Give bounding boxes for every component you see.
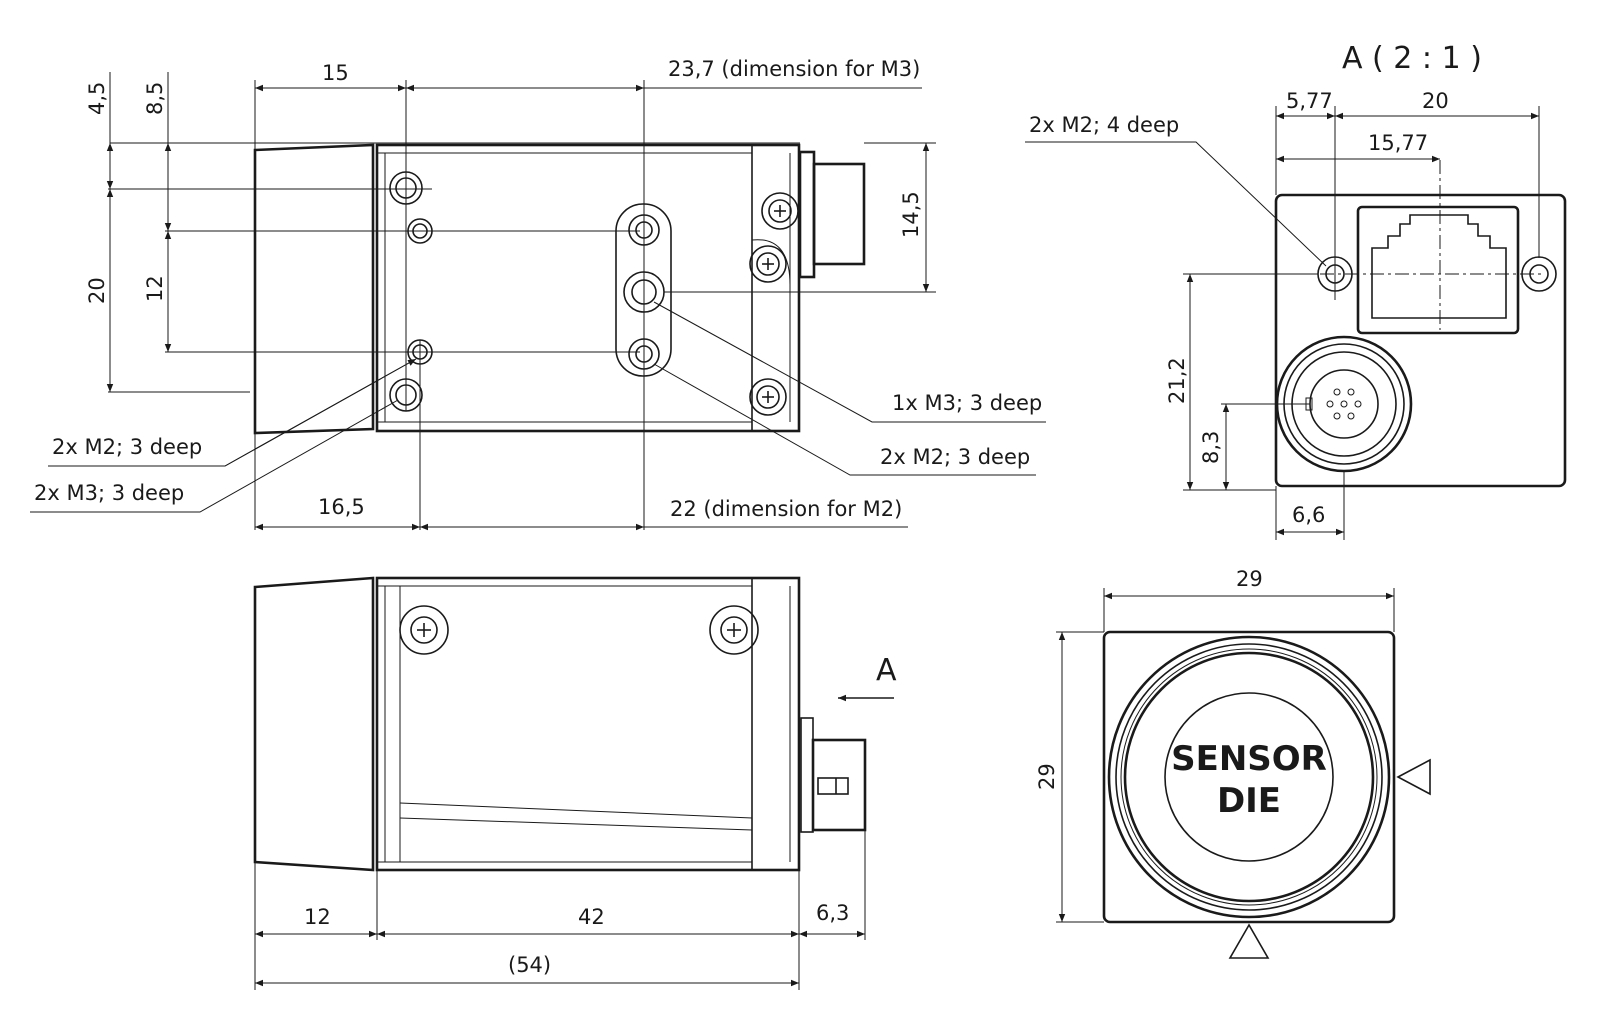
screw-icon: [761, 192, 799, 230]
dim-4-5: 4,5: [85, 82, 109, 115]
callout-m2-3deep-left: 2x M2; 3 deep: [52, 435, 202, 459]
dim-6-6: 6,6: [1292, 503, 1325, 527]
screw-icon: [749, 245, 787, 283]
dim-14-5: 14,5: [899, 191, 923, 238]
triangle-marker-icon: [1228, 923, 1270, 959]
dim-5-77: 5,77: [1286, 89, 1333, 113]
dim-detail-20: 20: [1422, 89, 1449, 113]
screw-icon: [749, 378, 787, 416]
dim-side-54: (54): [508, 953, 551, 977]
front-view: SENSOR DIE 29 29: [1035, 567, 1431, 959]
dim-22: 22 (dimension for M2): [670, 497, 902, 521]
sensor-label-line1: SENSOR: [1171, 739, 1327, 779]
dim-16-5: 16,5: [318, 495, 365, 519]
side-view: A 12 42 6,3 (54): [253, 576, 897, 990]
hole-icon: [389, 171, 433, 412]
callout-m2-4deep: 2x M2; 4 deep: [1029, 113, 1179, 137]
triangle-marker-icon: [1396, 758, 1431, 796]
callout-m3-3deep-left: 2x M3; 3 deep: [34, 481, 184, 505]
view-arrow-a-label: A: [876, 653, 897, 688]
dim-15-77: 15,77: [1368, 131, 1428, 155]
sensor-label-line2: DIE: [1217, 781, 1281, 821]
screw-icon: [709, 605, 759, 655]
dim-20: 20: [85, 277, 109, 304]
detail-a-view: A ( 2 : 1 ): [1025, 41, 1567, 540]
dim-8-5: 8,5: [143, 82, 167, 115]
dim-side-12: 12: [304, 905, 331, 929]
detail-a-title: A ( 2 : 1 ): [1342, 41, 1482, 76]
dim-15: 15: [322, 61, 349, 85]
callout-m3-1x: 1x M3; 3 deep: [892, 391, 1042, 415]
dim-side-42: 42: [578, 905, 605, 929]
dim-23-7: 23,7 (dimension for M3): [668, 57, 920, 81]
screw-icon: [399, 605, 449, 655]
top-view: 15 23,7 (dimension for M3) 4,5 8,5 20 12…: [30, 57, 1046, 531]
dim-12: 12: [143, 275, 167, 302]
dim-side-6-3: 6,3: [816, 901, 849, 925]
dim-front-width: 29: [1236, 567, 1263, 591]
dim-8-3: 8,3: [1199, 431, 1223, 464]
dim-21-2: 21,2: [1165, 357, 1189, 404]
dim-front-height: 29: [1035, 763, 1059, 790]
callout-m2-3deep-right: 2x M2; 3 deep: [880, 445, 1030, 469]
